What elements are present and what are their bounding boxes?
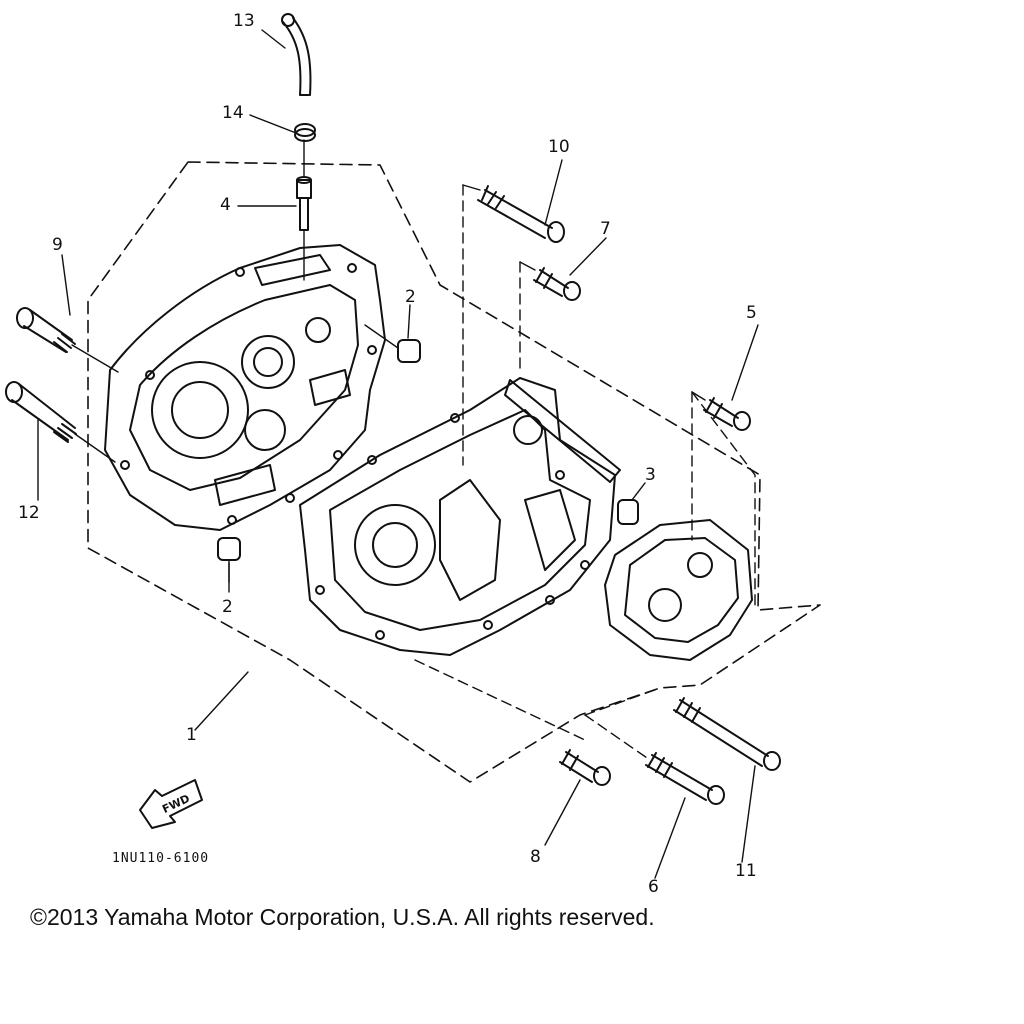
callout-12: 12 bbox=[18, 503, 40, 523]
bolt-10 bbox=[477, 185, 565, 243]
bolt-7 bbox=[533, 267, 581, 301]
bolt-6 bbox=[645, 752, 725, 805]
callout-5: 5 bbox=[746, 303, 757, 323]
assembly-outline bbox=[87, 161, 821, 783]
crankcase-right-half bbox=[299, 377, 621, 656]
crankcase-cover bbox=[604, 519, 753, 661]
breather-fitting bbox=[296, 176, 312, 231]
bolt-11 bbox=[673, 697, 781, 771]
callout-2-upper: 2 bbox=[405, 287, 416, 307]
bolt-5 bbox=[703, 397, 751, 431]
callout-13: 13 bbox=[233, 11, 255, 31]
dowel-pin-3 bbox=[617, 499, 639, 525]
bolt-8 bbox=[559, 749, 611, 786]
callout-6: 6 bbox=[648, 877, 659, 897]
bolt-9 bbox=[16, 307, 119, 373]
dowel-pin-lower bbox=[217, 537, 241, 561]
copyright-notice: ©2013 Yamaha Motor Corporation, U.S.A. A… bbox=[30, 904, 655, 930]
dowel-pin-upper bbox=[397, 339, 421, 363]
callout-10: 10 bbox=[548, 137, 570, 157]
drawing-reference: 1NU110-6100 bbox=[112, 851, 209, 866]
forward-arrow-icon bbox=[139, 779, 203, 829]
crankcase-exploded-diagram: 13 14 4 9 12 2 2 3 5 10 7 1 8 6 11 FWD 1… bbox=[5, 11, 821, 897]
bolt-12 bbox=[5, 381, 116, 463]
callout-9: 9 bbox=[52, 235, 63, 255]
callout-11: 11 bbox=[735, 861, 757, 881]
callout-2-lower: 2 bbox=[222, 597, 233, 617]
callout-7: 7 bbox=[600, 219, 611, 239]
callout-3: 3 bbox=[645, 465, 656, 485]
hose-clamp bbox=[294, 123, 316, 142]
callout-4: 4 bbox=[220, 195, 231, 215]
breather-hose bbox=[282, 17, 312, 96]
callout-8: 8 bbox=[530, 847, 541, 867]
leader-lines bbox=[37, 29, 759, 879]
callout-14: 14 bbox=[222, 103, 244, 123]
assembly-guides bbox=[414, 184, 756, 761]
crankcase-left-half bbox=[104, 244, 386, 531]
callout-1: 1 bbox=[186, 725, 197, 745]
